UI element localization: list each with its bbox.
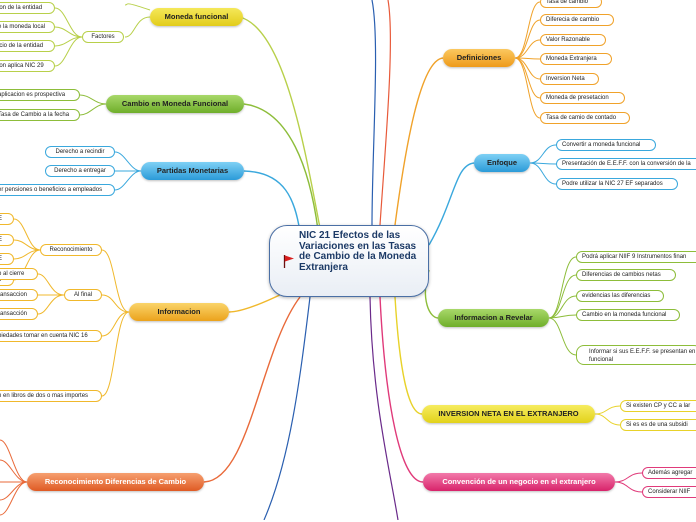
info-item-2[interactable]: n en libros de dos o mas importes [0, 390, 102, 402]
branch-partidas-monetarias[interactable]: Partidas Monetarias [141, 162, 244, 180]
mf-item-4[interactable]: ion aplica NIC 29 [0, 60, 55, 72]
cmf-item-1[interactable]: aplicacion es prospectiva [0, 89, 80, 101]
pm-item-3[interactable]: er pensiones o beneficios a empleados [0, 184, 115, 196]
branch-informacion-revelar[interactable]: Informacion a Revelar [438, 309, 549, 327]
cmf-item-2[interactable]: Tasa de Cambio a la fecha [0, 109, 80, 121]
rev-item-3[interactable]: evidencias las diferencias [576, 290, 664, 302]
rec-item-2[interactable]: E [0, 234, 14, 246]
enf-item-2[interactable]: Presentación de E.E.F.F. con la conversi… [556, 158, 696, 170]
branch-moneda-funcional[interactable]: Moneda funcional [150, 8, 243, 26]
af-item-1[interactable]: o al cierre [0, 268, 38, 280]
branch-informacion[interactable]: Informacion [129, 303, 229, 321]
link-lower-left [263, 296, 311, 520]
pm-item-1[interactable]: Derecho a recindir [45, 146, 115, 158]
central-title: NIC 21 Efectos de las Variaciones en las… [299, 230, 417, 273]
branch-cambio-moneda-funcional[interactable]: Cambio en Moneda Funcional [106, 95, 244, 113]
flag-icon [283, 255, 294, 268]
link-definiciones [394, 57, 444, 226]
branch-convencion[interactable]: Convención de un negocio en el extranjer… [423, 473, 615, 491]
link-partidas [243, 170, 301, 233]
pm-item-2[interactable]: Derecho a entregar [45, 165, 115, 177]
node-reconocimiento[interactable]: Reconocimiento [40, 244, 102, 256]
link-cambio-mf [243, 103, 319, 231]
conv-item-2[interactable]: Considerar NIIF [642, 486, 696, 498]
def-item-3[interactable]: Valor Razonable [540, 34, 606, 46]
def-item-5[interactable]: Inversion Neta [540, 73, 599, 85]
rev-item-4[interactable]: Cambio en la moneda funcional [576, 309, 680, 321]
def-item-1[interactable]: Tasa de cambio [540, 0, 602, 8]
mf-item-2[interactable]: e la moneda local [0, 21, 55, 33]
branch-inversion-neta[interactable]: INVERSION NETA EN EL EXTRANJERO [422, 405, 595, 423]
rev-item-2[interactable]: Diferencias de cambios netas [576, 269, 676, 281]
link-top-right-2 [371, 0, 377, 226]
link-moneda-funcional [239, 16, 321, 229]
info-item-1[interactable]: piedades tomar en cuenta NIC 16 [0, 330, 102, 342]
af-item-2[interactable]: ransaccion [0, 289, 38, 301]
branch-enfoque[interactable]: Enfoque [474, 154, 530, 172]
in-item-2[interactable]: Si es es de una subsidi [620, 419, 696, 431]
link-reconocimiento [203, 296, 301, 483]
def-item-2[interactable]: Diferecia de cambio [540, 14, 614, 26]
node-al-final[interactable]: Al final [64, 289, 102, 301]
mf-item-1[interactable]: ion de la entidad [0, 2, 55, 14]
conv-item-1[interactable]: Además agregar [642, 467, 696, 479]
af-item-3[interactable]: ransacción [0, 308, 38, 320]
link-convencion [379, 296, 424, 483]
mf-item-3[interactable]: icio de la entidad [0, 40, 55, 52]
enf-item-3[interactable]: Podre utilizar la NIC 27 EF separados [556, 178, 678, 190]
link-inversion [394, 296, 423, 415]
node-factores[interactable]: Factores [82, 31, 124, 43]
link-top-right [379, 0, 392, 226]
rec-item-1[interactable]: E [0, 213, 14, 225]
link-enfoque [428, 162, 475, 246]
def-item-6[interactable]: Moneda de presetacion [540, 92, 625, 104]
branch-definiciones[interactable]: Definiciones [443, 49, 515, 67]
rev-item-5[interactable]: Informar si sus E.E.F.F. se presentan en… [576, 345, 696, 365]
rev-item-1[interactable]: Podrá aplicar NIIF 9 Instrumentos finan [576, 251, 696, 263]
rec-item-3[interactable]: E [0, 253, 14, 265]
link-lower-right [369, 296, 399, 520]
enf-item-1[interactable]: Convertir a moneda funcional [556, 139, 656, 151]
branch-reconocimiento-diferencias[interactable]: Reconocimiento Diferencias de Cambio [27, 473, 204, 491]
def-item-4[interactable]: Moneda Extranjera [540, 53, 612, 65]
def-item-7[interactable]: Tasa de camio de contado [540, 112, 630, 124]
central-topic[interactable]: NIC 21 Efectos de las Variaciones en las… [269, 225, 429, 297]
in-item-1[interactable]: Si existen CP y CC a lar [620, 400, 696, 412]
